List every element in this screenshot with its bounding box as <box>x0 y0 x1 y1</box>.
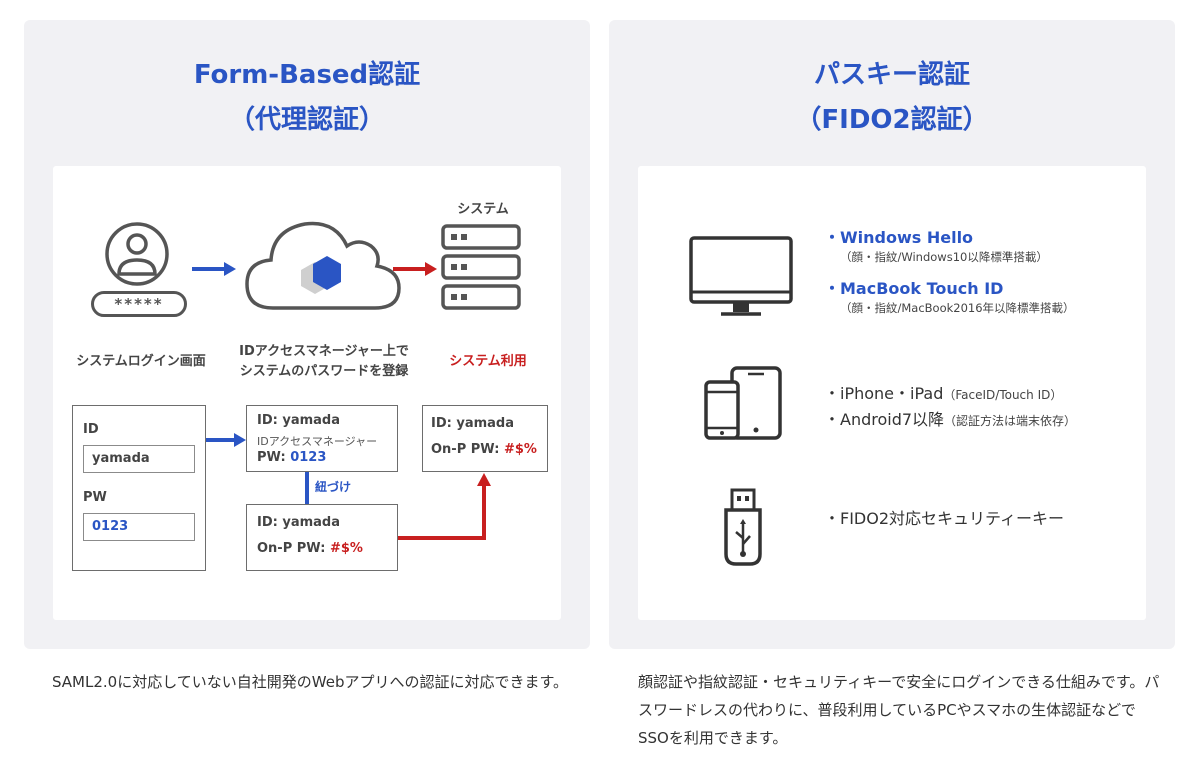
onp-pw: On-P PW: #$% <box>257 541 363 556</box>
passkey-subtitle: （FIDO2認証） <box>795 105 989 135</box>
manager-sub: IDアクセスマネージャー <box>257 435 378 448</box>
windows-hello-item: ・Windows Hello <box>824 228 974 247</box>
link-line <box>305 472 309 504</box>
pw-label: PW <box>83 490 107 505</box>
login-form-box: ID yamada PW 0123 <box>72 405 206 571</box>
login-screen-label: システムログイン画面 <box>76 354 206 369</box>
passkey-title: パスキー認証 <box>813 60 970 90</box>
system-pw: On-P PW: #$% <box>431 442 537 457</box>
id-field: yamada <box>83 445 195 473</box>
manager-box: ID: yamada IDアクセスマネージャー PW: 0123 <box>246 405 398 472</box>
user-icon <box>105 222 169 286</box>
password-mask: ***** <box>114 295 164 313</box>
manager-pw: PW: 0123 <box>257 450 327 465</box>
manager-label-line2: システムのパスワードを登録 <box>239 364 409 379</box>
system-use-label: システム利用 <box>449 354 527 369</box>
manager-label-line1: IDアクセスマネージャー上で <box>239 344 409 359</box>
form-based-panel: Form-Based認証 （代理認証） ***** システム <box>24 20 590 649</box>
form-based-caption: SAML2.0に対応していない自社開発のWebアプリへの認証に対応できます。 <box>52 673 568 691</box>
arrow-to-system-icon <box>398 473 491 540</box>
onp-box: ID: yamada On-P PW: #$% <box>246 504 398 571</box>
system-id: ID: yamada <box>431 416 514 431</box>
arrow-to-manager-icon <box>206 433 246 447</box>
security-key-icon <box>724 488 762 566</box>
arrow-right-icon <box>192 262 236 276</box>
manager-id: ID: yamada <box>257 413 340 428</box>
passkey-panel: パスキー認証 （FIDO2認証） ・Windows Hello （顔・指紋/Wi… <box>609 20 1175 649</box>
windows-hello-note: （顔・指紋/Windows10以降標準搭載） <box>840 250 1048 264</box>
iphone-ipad-item: ・iPhone・iPad（FaceID/Touch ID） <box>824 384 1063 403</box>
system-label: システム <box>457 202 509 217</box>
monitor-icon <box>689 236 793 316</box>
cloud-icon <box>245 221 401 310</box>
pw-field: 0123 <box>83 513 195 541</box>
macbook-touchid-item: ・MacBook Touch ID <box>824 279 1004 298</box>
server-icon <box>441 224 521 310</box>
link-label: 紐づけ <box>315 480 352 494</box>
arrow-right-red-icon <box>393 262 437 276</box>
form-based-title: Form-Based認証 <box>193 60 421 90</box>
security-key-item: ・FIDO2対応セキュリティーキー <box>824 509 1065 528</box>
form-based-subtitle: （代理認証） <box>228 105 385 135</box>
onp-id: ID: yamada <box>257 515 340 530</box>
macbook-touchid-note: （顔・指紋/MacBook2016年以降標準搭載） <box>840 301 1075 315</box>
passkey-diagram: ・Windows Hello （顔・指紋/Windows10以降標準搭載） ・M… <box>638 166 1146 620</box>
system-box: ID: yamada On-P PW: #$% <box>422 405 548 472</box>
passkey-caption: 顔認証や指紋認証・セキュリティキーで安全にログインできる仕組みです。パスワードレ… <box>638 673 1160 747</box>
id-label: ID <box>83 422 99 437</box>
android-item: ・Android7以降（認証方法は端末依存） <box>824 410 1077 429</box>
mobile-devices-icon <box>704 366 782 440</box>
password-mask-pill: ***** <box>91 291 187 317</box>
form-based-diagram: ***** システム システムログイン画 <box>53 166 561 620</box>
